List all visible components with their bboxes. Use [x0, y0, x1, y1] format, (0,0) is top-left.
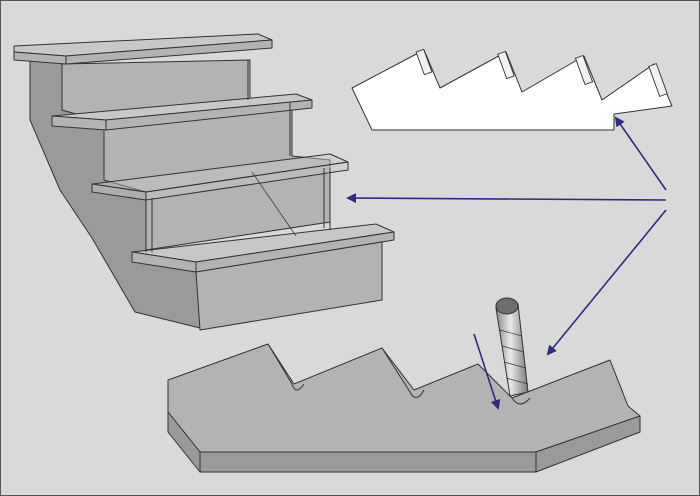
router-bit-top	[495, 297, 519, 315]
router-bit	[495, 297, 529, 397]
profile-slot-1	[415, 48, 433, 76]
profile-slot-2	[497, 50, 515, 80]
arrows	[346, 116, 667, 410]
routing-notch-1	[267, 343, 305, 391]
profile-slot-4	[648, 63, 668, 97]
routing-notch-2	[381, 347, 425, 398]
routing-stringer-front	[199, 451, 537, 473]
stringer-routing	[167, 343, 641, 473]
tread-second-edge	[105, 99, 313, 131]
arrow-to-assembly	[346, 193, 667, 204]
tread-top-edge	[65, 39, 273, 65]
routing-notch-3	[511, 397, 531, 405]
profile-slot-3	[574, 54, 594, 86]
stringer-profile-shape	[351, 49, 673, 131]
stair-assembly	[13, 33, 395, 331]
routing-stringer-side	[535, 415, 641, 473]
riser-bottom	[195, 241, 383, 331]
arrow-to-profile	[614, 116, 667, 191]
arrow-to-routing	[546, 209, 667, 356]
tread-third-edge	[145, 161, 349, 201]
arrow-router-direction	[473, 333, 501, 410]
tread-bottom-edge	[195, 231, 395, 273]
routing-stringer-left	[167, 411, 201, 473]
router-bit-flutes	[499, 329, 529, 385]
stringer-profile-white	[351, 48, 673, 131]
